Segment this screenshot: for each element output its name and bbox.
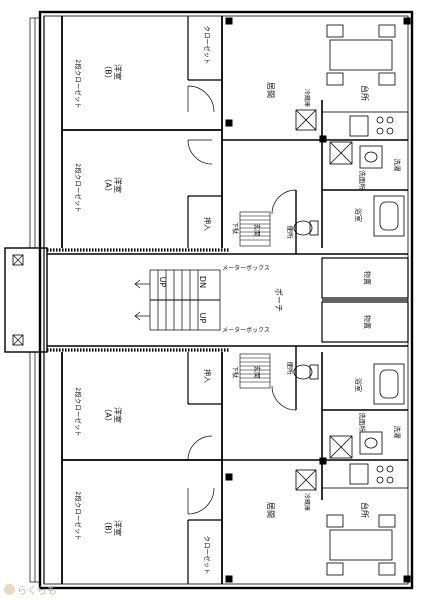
- label-lower-storage-room: 物置: [363, 315, 372, 329]
- label-upper-washroom: 洗面所: [358, 170, 367, 190]
- upper-entrance: [239, 211, 271, 247]
- label-upper-refrigerator: 冷蔵庫: [303, 89, 311, 107]
- label-porch: ポーチ: [274, 288, 283, 312]
- label-lower-entrance: 玄関: [253, 366, 262, 379]
- label-lower-storage-a: 押入: [203, 369, 212, 383]
- label-upper-storage-a: 押入: [203, 217, 212, 231]
- upper-wet-area: [293, 141, 405, 237]
- label-upper-bath: 浴室: [354, 208, 363, 222]
- label-lower-western-b: 洋室（B）: [103, 517, 123, 539]
- label-upper-kitchen: 台所: [360, 85, 370, 101]
- label-upper-closet-b-side: 2段クローゼット: [74, 59, 83, 109]
- label-lower-laundry: 洗濯: [393, 426, 402, 440]
- label-lower-refrigerator: 冷蔵庫: [303, 493, 311, 511]
- upper-unit-doors: [187, 85, 297, 215]
- label-upper-closet-b: クローゼット: [203, 26, 212, 65]
- label-lower-living: 居間: [266, 502, 275, 518]
- upper-kitchen-counter: [295, 109, 409, 141]
- label-lower-bath: 浴室: [354, 378, 363, 392]
- lower-wet-area: [293, 363, 405, 459]
- label-upper-laundry: 洗濯: [393, 159, 402, 173]
- label-lower-toilet: 便所: [286, 362, 295, 376]
- label-lower-washroom: 洗面所: [358, 412, 367, 432]
- label-upper-entrance: 玄関: [253, 224, 262, 237]
- watermark: らくらも: [4, 582, 57, 597]
- label-lower-kitchen: 台所: [360, 502, 370, 518]
- upper-dining-set: [326, 24, 396, 86]
- label-lower-western-a: 洋室（A）: [103, 404, 123, 425]
- label-stairs-dn: DN: [198, 276, 207, 288]
- label-upper-western-a: 洋室（A）: [103, 174, 123, 195]
- label-stairs-up-top: UP: [158, 277, 167, 288]
- watermark-logo-icon: [4, 584, 15, 595]
- label-upper-shoe-box: 下駄: [231, 222, 239, 234]
- label-upper-storage-room: 物置: [363, 271, 372, 285]
- lower-unit-doors: [187, 385, 297, 515]
- storage-rooms: [321, 257, 409, 343]
- lower-labels: 洋室（A） 2段クローゼット 押入 洋室（B） 2段クローゼット クローゼット …: [74, 315, 402, 575]
- balcony-left: [29, 17, 41, 583]
- common-corridor: [4, 247, 296, 353]
- lower-dining-set: [326, 514, 396, 576]
- stairs: [134, 269, 221, 331]
- label-upper-toilet: 便所: [286, 226, 295, 240]
- lower-kitchen-counter: [295, 459, 409, 491]
- label-stairs-up-bottom: UP: [198, 313, 207, 324]
- label-meter-box-bottom: メーターボックス: [222, 326, 270, 334]
- upper-unit-walls: [61, 16, 411, 301]
- label-upper-western-b: 洋室（B）: [103, 61, 123, 83]
- common-labels: UP DN UP ポーチ メーターボックス メーターボックス: [158, 264, 283, 334]
- label-lower-closet-b: クローゼット: [203, 536, 212, 575]
- upper-labels: 洋室（B） クローゼット 2段クローゼット 洋室（A） 2段クローゼット 押入 …: [74, 26, 402, 286]
- watermark-text: らくらも: [17, 586, 57, 597]
- label-upper-closet-a-side: 2段クローゼット: [74, 163, 83, 213]
- label-lower-shoe-box: 下駄: [231, 366, 239, 378]
- label-lower-closet-b-side: 2段クローゼット: [74, 491, 83, 541]
- label-lower-closet-a-side: 2段クローゼット: [74, 387, 83, 437]
- label-upper-living: 居間: [266, 82, 275, 98]
- lower-entrance: [239, 353, 271, 389]
- label-meter-box-top: メーターボックス: [222, 264, 270, 272]
